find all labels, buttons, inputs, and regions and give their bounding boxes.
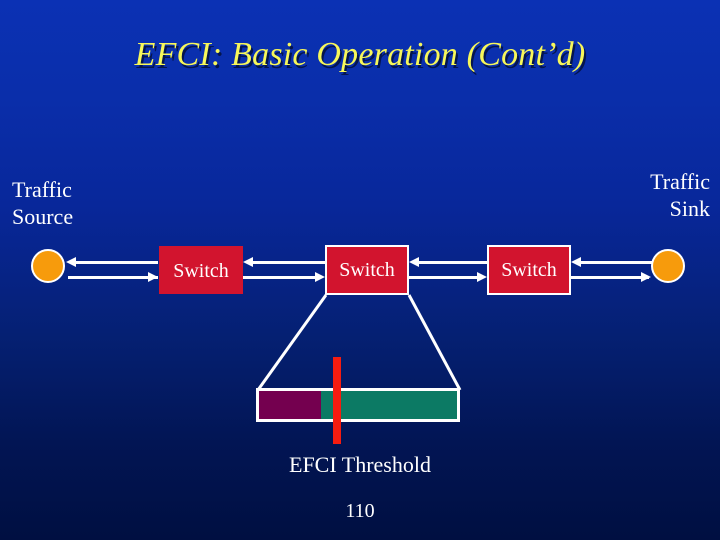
switch-box-2[interactable]: Switch — [325, 245, 409, 295]
link-source-switch1-lower — [68, 276, 158, 279]
traffic-sink-node — [651, 249, 685, 283]
efci-threshold-marker — [333, 357, 341, 444]
link-switch1-switch2-lower — [243, 276, 319, 279]
arrow-left-switch2-upper — [409, 257, 419, 267]
arrow-right-switch1-lower — [148, 272, 158, 282]
arrow-right-switch2-lower — [315, 272, 325, 282]
queue-segment-empty — [321, 391, 457, 419]
arrow-right-sink-lower — [641, 272, 651, 282]
link-switch3-sink-lower — [571, 276, 649, 279]
arrow-left-source-upper — [66, 257, 76, 267]
queue-segment-filled — [259, 391, 321, 419]
link-switch2-switch3-lower — [409, 276, 481, 279]
traffic-sink-label: Traffic Sink — [650, 169, 710, 221]
efci-threshold-caption: EFCI Threshold — [289, 452, 431, 477]
arrow-right-switch3-lower — [477, 272, 487, 282]
queue-funnel — [256, 294, 462, 391]
link-source-switch1-upper — [72, 261, 158, 264]
switch-box-3[interactable]: Switch — [487, 245, 571, 295]
link-switch3-sink-upper — [577, 261, 653, 264]
link-switch2-switch3-upper — [415, 261, 487, 264]
queue-bar — [256, 388, 460, 422]
arrow-left-switch3-upper — [571, 257, 581, 267]
page-number: 110 — [345, 500, 375, 522]
traffic-source-label: Traffic Source — [12, 177, 74, 229]
link-switch1-switch2-upper — [249, 261, 325, 264]
arrow-left-switch1-upper — [243, 257, 253, 267]
traffic-source-node — [31, 249, 65, 283]
switch-box-1[interactable]: Switch — [159, 246, 243, 294]
page-title: EFCI: Basic Operation (Cont’d) — [134, 36, 586, 73]
